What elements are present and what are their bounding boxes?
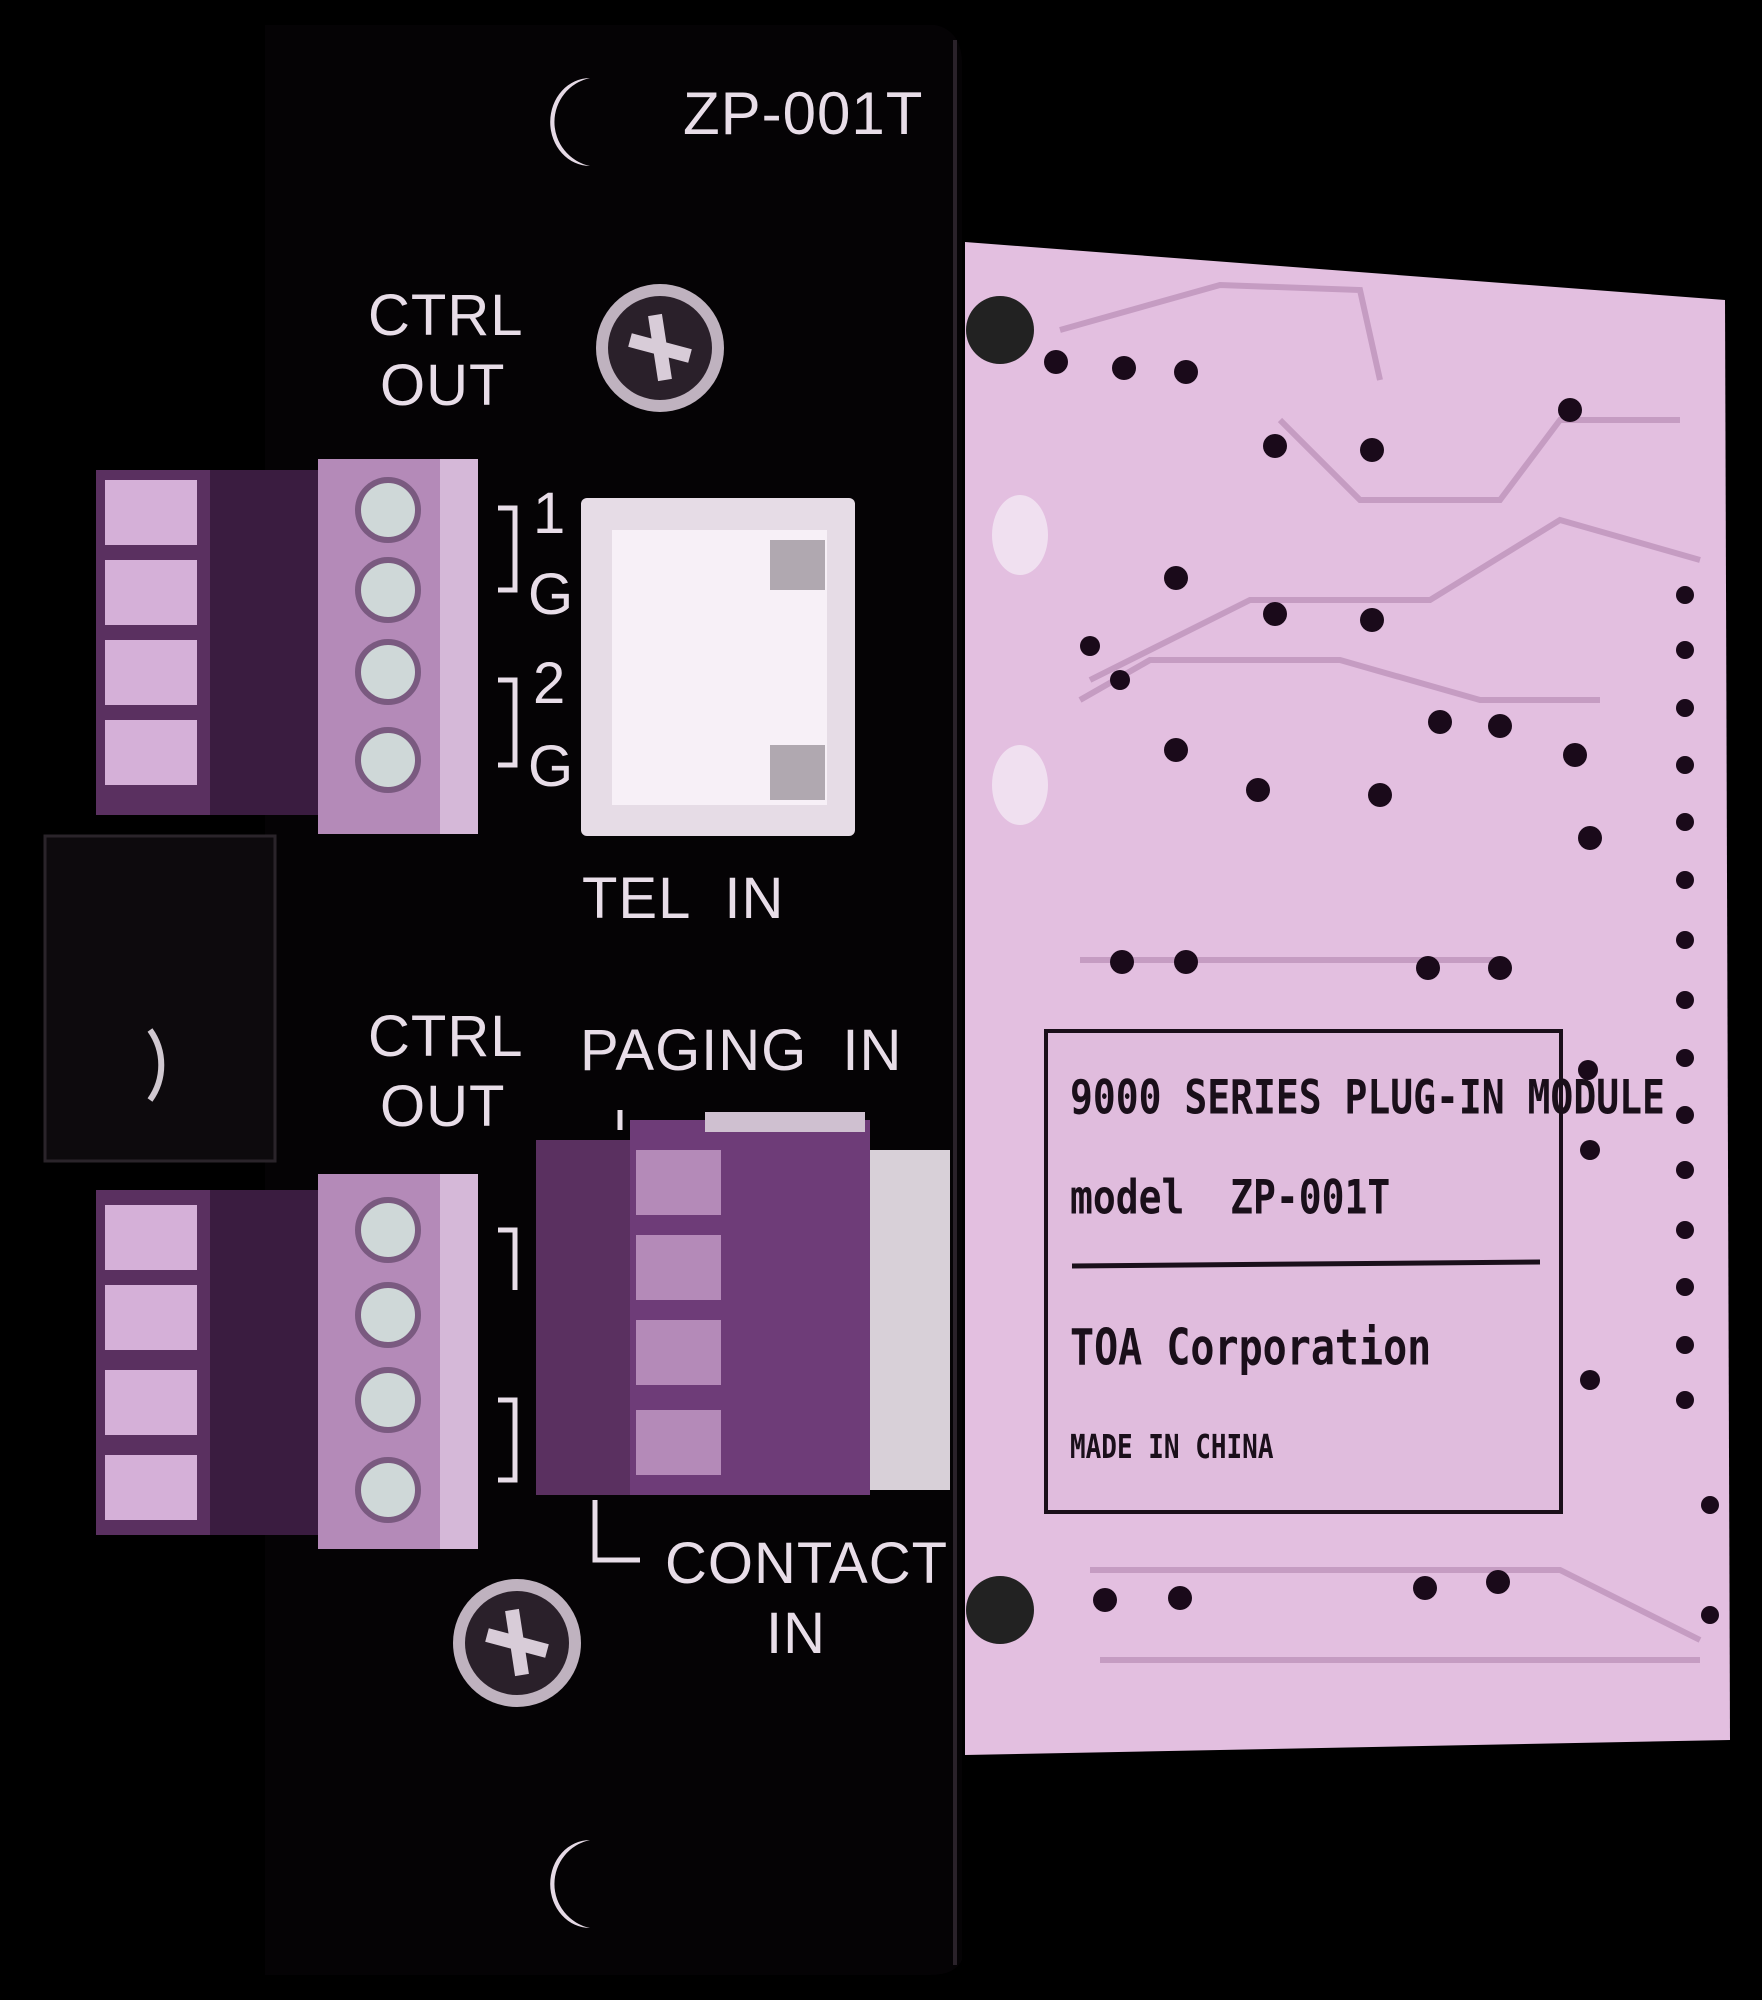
pcb-standoff [992,745,1048,825]
pcb-label-manufacturer: TOA Corporation [1070,1319,1432,1377]
circuit-board [965,242,1730,1755]
pcb-mount-hole [966,1576,1034,1644]
ctrl-out-bottom-label-line2: OUT [380,1074,506,1139]
terminal-label-g1: G [528,562,575,627]
side-bracket [43,834,277,1163]
terminal-bracket [498,1397,518,1483]
edge-connector-pins [1676,586,1719,1624]
paging-in-label: PAGING IN [580,1018,903,1083]
screw-bottom [453,1579,581,1707]
ctrl-out-bottom-label-line1: CTRL [368,1004,524,1069]
pcb-label-origin: MADE IN CHINA [1070,1429,1274,1467]
tel-in-label: TEL IN [582,866,785,931]
pcb-label-model: model ZP-001T [1070,1169,1391,1225]
pcb-label-series: 9000 SERIES PLUG-IN MODULE [1070,1069,1665,1125]
terminal-bracket [498,677,518,768]
contact-in-label-line2: IN [766,1601,826,1666]
paging-contact-terminal-block[interactable] [536,1112,950,1495]
terminal-bracket [498,1227,518,1290]
ctrl-out-terminal-block-bottom[interactable] [96,1174,478,1549]
screw-top [596,284,724,412]
tel-in-jack[interactable] [581,498,855,836]
pcb-mount-hole [966,296,1034,364]
mount-slot-top [550,78,590,166]
ctrl-out-top-label-line1: CTRL [368,283,524,348]
bracket-crescent [147,1028,165,1102]
terminal-bracket [498,505,518,593]
ctrl-out-terminal-block-top[interactable] [96,459,478,834]
terminal-label-2: 2 [533,651,567,716]
terminal-label-1: 1 [533,481,567,546]
contact-in-bracket [592,1500,640,1563]
model-label: ZP-001T [683,80,924,147]
pcb-pads [1044,350,1602,1612]
mount-slot-bottom [550,1840,590,1928]
pcb-label-box [1044,1029,1563,1514]
pcb-standoff [992,495,1048,575]
ctrl-out-top-label-line2: OUT [380,353,506,418]
pcb-label-divider [1071,1259,1541,1269]
terminal-label-g2: G [528,734,575,799]
contact-in-label-line1: CONTACT [665,1531,949,1596]
